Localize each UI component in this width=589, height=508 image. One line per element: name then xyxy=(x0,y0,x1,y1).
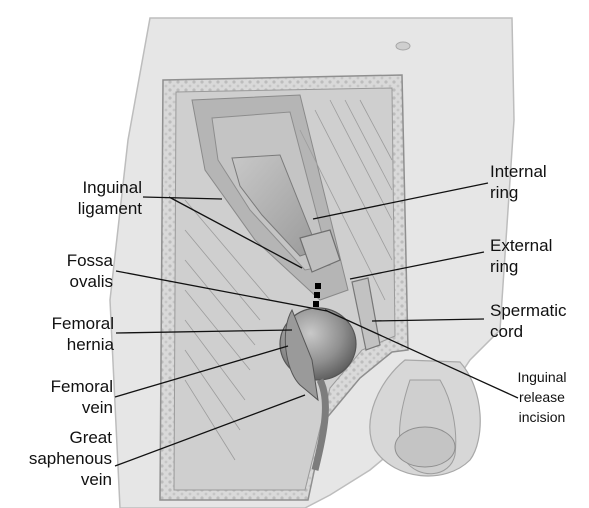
label-line: Inguinal xyxy=(500,367,584,387)
label-line: hernia xyxy=(20,334,114,355)
label-line: External xyxy=(490,235,552,256)
label-line: ovalis xyxy=(20,271,113,292)
label-external-ring: External ring xyxy=(490,235,552,277)
label-internal-ring: Internal ring xyxy=(490,161,547,203)
label-line: Great xyxy=(4,427,112,448)
label-great-saphenous-vein: Great saphenous vein xyxy=(4,427,112,490)
navel xyxy=(396,42,410,50)
label-femoral-hernia: Femoral hernia xyxy=(20,313,114,355)
label-line: vein xyxy=(4,469,112,490)
glans xyxy=(395,427,455,467)
label-line: Internal xyxy=(490,161,547,182)
label-line: incision xyxy=(500,407,584,427)
label-line: Femoral xyxy=(20,313,114,334)
label-line: Femoral xyxy=(20,376,113,397)
label-line: Inguinal xyxy=(30,177,142,198)
label-spermatic-cord: Spermatic cord xyxy=(490,300,567,342)
label-inguinal-release-incision: Inguinal release incision xyxy=(500,367,584,427)
label-line: ligament xyxy=(30,198,142,219)
label-line: Fossa xyxy=(20,250,113,271)
label-line: cord xyxy=(490,321,567,342)
label-line: release xyxy=(500,387,584,407)
label-line: ring xyxy=(490,182,547,203)
label-fossa-ovalis: Fossa ovalis xyxy=(20,250,113,292)
label-line: saphenous xyxy=(4,448,112,469)
label-inguinal-ligament: Inguinal ligament xyxy=(30,177,142,219)
label-line: vein xyxy=(20,397,113,418)
label-femoral-vein: Femoral vein xyxy=(20,376,113,418)
label-line: ring xyxy=(490,256,552,277)
label-line: Spermatic xyxy=(490,300,567,321)
